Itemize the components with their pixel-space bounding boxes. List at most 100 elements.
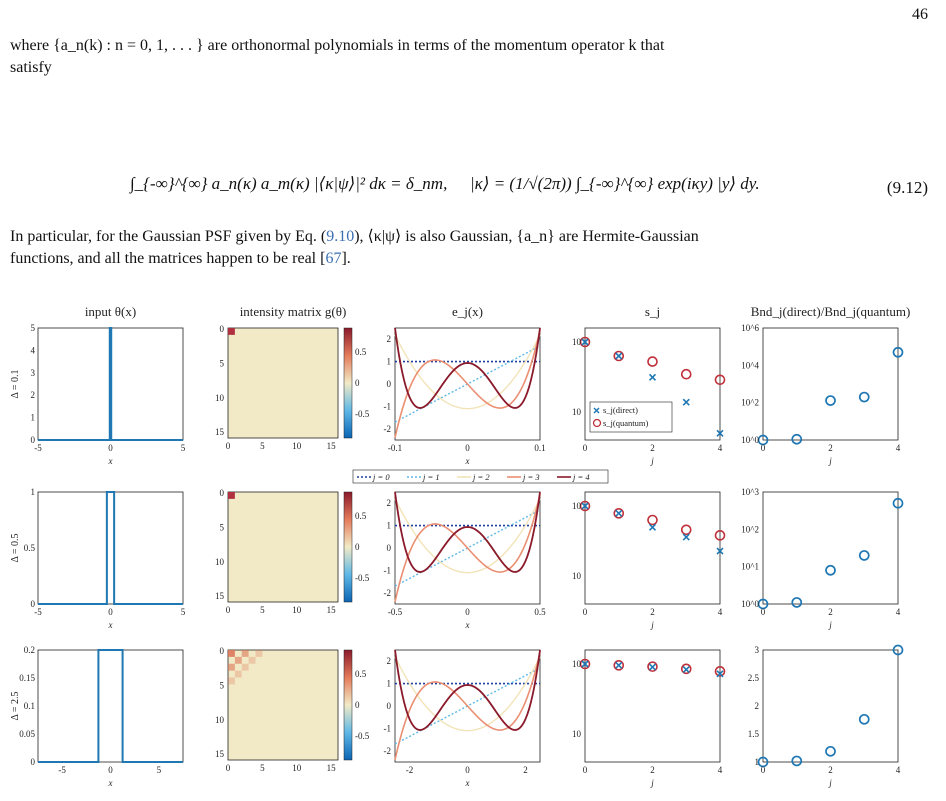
x-tick-label: 2 <box>650 765 655 775</box>
x-tick-label: 0 <box>761 443 766 453</box>
colorbar-tick: 0 <box>355 700 360 710</box>
sj-axes <box>584 649 721 763</box>
x-tick-label: -0.1 <box>388 443 402 453</box>
x-tick-label: 0 <box>108 443 113 453</box>
x-tick-label: 0 <box>761 607 766 617</box>
x-tick-label: 0 <box>583 765 588 775</box>
row-label: Δ = 0.5 <box>10 533 21 562</box>
column-title: input θ(x) <box>85 304 136 319</box>
x-axis-label: x <box>108 620 113 630</box>
sj-legend <box>589 401 673 433</box>
ratio-axes <box>762 649 899 763</box>
colorbar-tick: 0.5 <box>355 669 367 679</box>
row-label: Δ = 2.5 <box>10 691 21 720</box>
colorbar-tick: 0 <box>355 378 360 388</box>
equation-9-12: ∫_{-∞}^{∞} a_n(κ) a_m(κ) |⟨κ|ψ⟩|² dκ = δ… <box>0 168 946 218</box>
ej-curve <box>394 494 541 602</box>
sj-direct-marker <box>581 502 589 510</box>
x-tick-label: 0 <box>465 765 470 775</box>
legend-marker <box>593 407 600 414</box>
ratio-marker <box>791 597 803 608</box>
ratio-marker <box>825 745 836 757</box>
matrix-cell <box>255 650 263 657</box>
y-tick-label: 10 <box>215 393 225 403</box>
ej-curve <box>394 491 541 573</box>
column-title: intensity matrix g(θ) <box>240 304 347 319</box>
marker-stroke <box>615 661 623 669</box>
sj-direct-marker <box>716 547 724 555</box>
citation-link[interactable]: 67 <box>325 250 342 267</box>
marker-stroke <box>682 666 690 674</box>
equation-rhs: |κ⟩ = (1/√(2π)) ∫_{-∞}^{∞} exp(iκy) |y⟩ … <box>470 174 760 193</box>
matrix-cell <box>228 492 235 499</box>
y-tick-label: 2 <box>387 656 392 666</box>
para2-text-b: ), ⟨κ|ψ⟩ is also Gaussian, {a_n} are Her… <box>354 228 699 245</box>
ej-curve <box>394 498 541 574</box>
x-tick-label: 0 <box>226 605 231 615</box>
y-tick-label: 10 <box>572 337 582 347</box>
y-tick-label: 0 <box>387 701 392 711</box>
y-tick-label: 10^1 <box>741 562 759 572</box>
legend-marker <box>592 418 602 428</box>
sj-quantum-marker <box>647 514 658 526</box>
y-tick-label: 0 <box>220 324 225 334</box>
y-tick-label: 2 <box>31 390 36 400</box>
sj-quantum-marker <box>714 374 726 386</box>
y-tick-label: 0 <box>220 488 225 498</box>
eq-ref-link[interactable]: 9.10 <box>326 228 355 245</box>
column-title: e_j(x) <box>452 304 483 319</box>
y-tick-label: 0.05 <box>19 729 35 739</box>
y-tick-label: 1 <box>387 357 392 367</box>
y-tick-label: 3 <box>755 645 760 655</box>
marker-stroke <box>716 429 724 437</box>
y-tick-label: 1 <box>31 413 36 423</box>
marker-stroke <box>581 338 589 346</box>
y-tick-label: 0 <box>31 757 36 767</box>
sj-quantum-marker <box>613 660 625 671</box>
marker-stroke <box>615 352 623 360</box>
colorbar <box>343 649 353 761</box>
y-tick-label: -2 <box>384 424 392 434</box>
x-tick-label: -5 <box>58 765 66 775</box>
matrix-cell <box>256 664 263 671</box>
x-axis-label: x <box>108 778 113 788</box>
x-axis-label: x <box>465 620 470 630</box>
x-axis-label: j <box>828 778 832 788</box>
sj-quantum-marker <box>680 663 692 675</box>
y-tick-label: 2 <box>387 334 392 344</box>
sj-direct-marker <box>615 352 623 360</box>
marker-stroke <box>716 670 724 678</box>
x-tick-label: 2 <box>828 443 833 453</box>
sj-quantum-marker <box>714 530 726 541</box>
x-tick-label: 4 <box>896 443 901 453</box>
y-tick-label: 1.5 <box>748 729 760 739</box>
y-tick-label: 10^3 <box>741 487 759 497</box>
y-tick-label: 0.1 <box>24 701 35 711</box>
y-tick-label: 10 <box>572 501 582 511</box>
y-tick-label: 0.5 <box>24 543 36 553</box>
legend-label: j = 0 <box>372 472 390 482</box>
ratio-marker <box>892 644 904 656</box>
ej-axes <box>394 649 541 763</box>
row-label: Δ = 0.1 <box>10 369 21 398</box>
x-tick-label: 0.5 <box>534 607 546 617</box>
y-tick-label: 2 <box>755 701 760 711</box>
sj-direct-marker <box>648 663 657 671</box>
x-tick-label: 2 <box>828 765 833 775</box>
ej-axes <box>394 327 541 441</box>
y-tick-label: 1 <box>31 487 36 497</box>
matrix-cell <box>241 663 249 671</box>
marker-stroke <box>615 509 623 517</box>
x-tick-label: 5 <box>157 765 162 775</box>
colorbar <box>343 327 353 439</box>
matrix-cell <box>228 650 235 657</box>
y-tick-label: 10^4 <box>741 360 759 370</box>
x-axis-label: j <box>828 620 832 630</box>
matrix-background <box>227 649 339 761</box>
legend-label: j = 3 <box>522 472 540 482</box>
x-tick-label: 2 <box>650 443 655 453</box>
x-axis-label: j <box>650 620 654 630</box>
ej-curve <box>394 334 541 410</box>
y-tick-label: 10^0 <box>741 599 759 609</box>
matrix-cell <box>228 663 235 671</box>
